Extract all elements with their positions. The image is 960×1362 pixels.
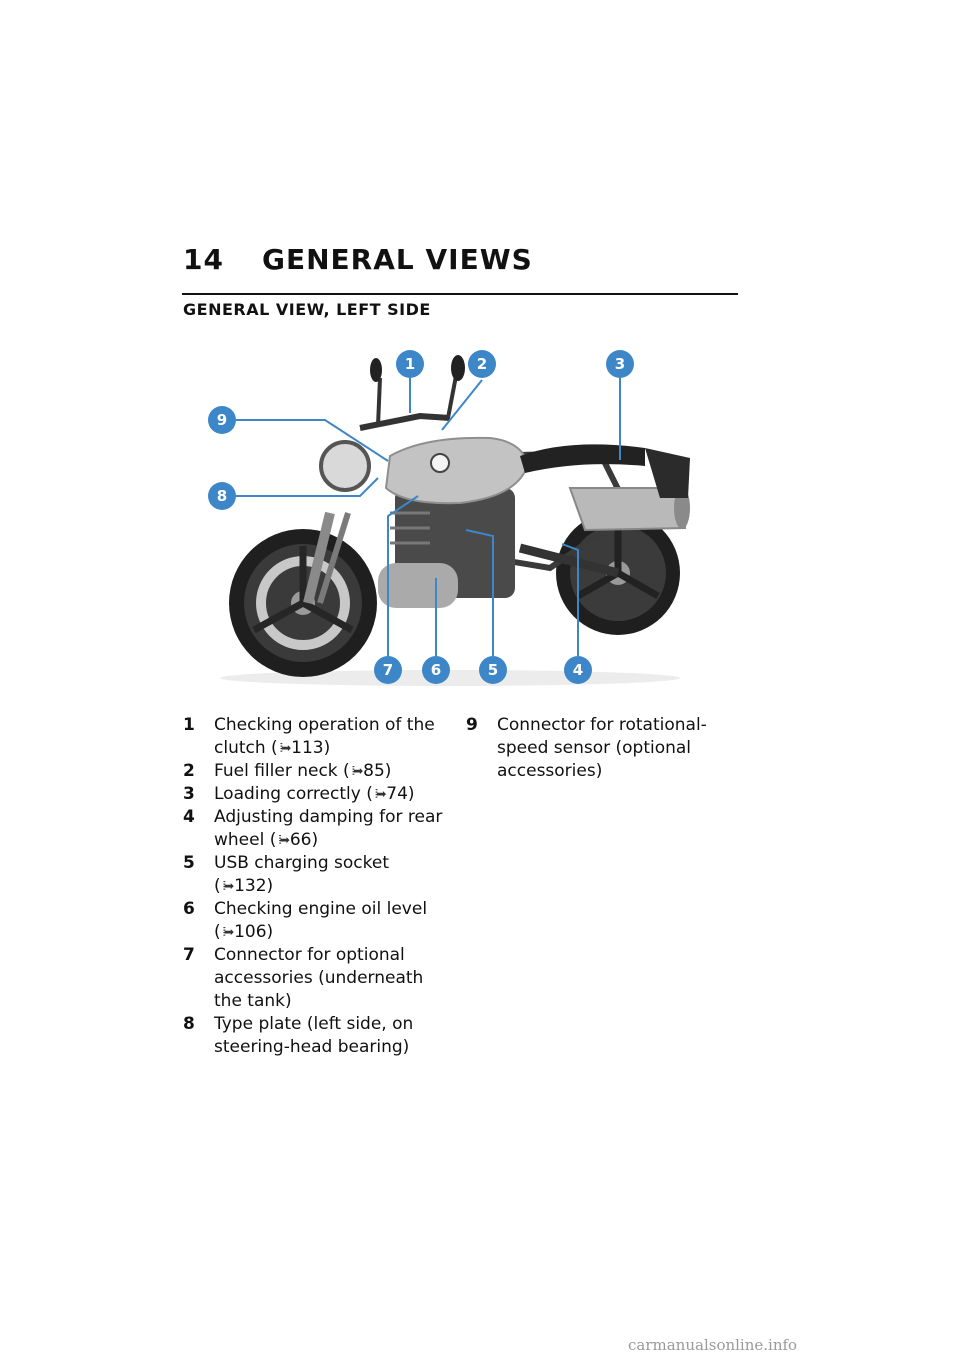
callout-2: 2 <box>468 350 496 378</box>
legend-item-2: 2 Fuel filler neck (⦙⦙➡85) <box>183 760 445 783</box>
callout-1-label: 1 <box>405 355 415 373</box>
legend-item-7: 7 Connector for optional accessories (un… <box>183 944 445 1013</box>
chapter-title: GENERAL VIEWS <box>262 243 533 276</box>
legend-number: 9 <box>466 715 478 735</box>
legend-item-8: 8 Type plate (left side, on steering-hea… <box>183 1013 445 1059</box>
page-ref-arrow-icon: ⦙⦙➡ <box>351 764 364 778</box>
callout-4: 4 <box>564 656 592 684</box>
callout-7-label: 7 <box>383 661 393 679</box>
callout-1: 1 <box>396 350 424 378</box>
legend-left-column: 1 Checking operation of the clutch (⦙⦙➡1… <box>183 714 445 1059</box>
legend-text: Checking engine oil level <box>214 899 428 919</box>
callout-5: 5 <box>479 656 507 684</box>
page-ref-arrow-icon: ⦙⦙➡ <box>222 925 235 939</box>
page-ref-arrow-icon: ⦙⦙➡ <box>279 741 292 755</box>
page-reference[interactable]: (⦙⦙➡66) <box>269 830 319 850</box>
legend-text: Fuel filler neck <box>214 761 338 781</box>
legend-number: 2 <box>183 761 195 781</box>
legend-item-1: 1 Checking operation of the clutch (⦙⦙➡1… <box>183 714 445 760</box>
page-reference[interactable]: (⦙⦙➡85) <box>343 761 392 781</box>
callout-4-label: 4 <box>573 661 583 679</box>
callout-3-label: 3 <box>615 355 625 373</box>
page-ref-arrow-icon: ⦙⦙➡ <box>374 787 387 801</box>
legend-number: 1 <box>183 715 195 735</box>
watermark: carmanualsonline.info <box>628 1336 798 1354</box>
header-rule <box>182 293 738 295</box>
callout-9-label: 9 <box>217 411 227 429</box>
legend-number: 8 <box>183 1014 195 1034</box>
legend-text: Adjusting damping for rear wheel <box>214 807 443 850</box>
legend-item-5: 5 USB charging socket (⦙⦙➡132) <box>183 852 445 898</box>
page-ref-arrow-icon: ⦙⦙➡ <box>222 879 235 893</box>
legend-item-3: 3 Loading correctly (⦙⦙➡74) <box>183 783 445 806</box>
callout-8: 8 <box>208 482 236 510</box>
legend-number: 7 <box>183 945 195 965</box>
legend-text: Type plate (left side, on steering-head … <box>214 1014 414 1057</box>
legend-text: USB charging socket <box>214 853 389 873</box>
legend-text: Checking operation of the clutch <box>214 715 435 758</box>
callout-5-label: 5 <box>488 661 498 679</box>
legend-text: Connector for rotational-speed sensor (o… <box>497 715 707 781</box>
page-ref-arrow-icon: ⦙⦙➡ <box>278 833 290 847</box>
page-reference[interactable]: (⦙⦙➡74) <box>366 784 415 804</box>
callout-2-label: 2 <box>477 355 487 373</box>
legend-number: 3 <box>183 784 195 804</box>
callout-6-label: 6 <box>431 661 441 679</box>
motorcycle-illustration: 1 2 3 4 5 6 7 8 9 <box>208 350 690 686</box>
callout-8-label: 8 <box>217 487 227 505</box>
page-reference[interactable]: (⦙⦙➡132) <box>214 876 274 896</box>
callout-7: 7 <box>374 656 402 684</box>
legend-right-column: 9 Connector for rotational-speed sensor … <box>466 714 736 783</box>
legend-item-6: 6 Checking engine oil level (⦙⦙➡106) <box>183 898 445 944</box>
legend-item-4: 4 Adjusting damping for rear wheel (⦙⦙➡6… <box>183 806 445 852</box>
front-wheel <box>229 529 377 677</box>
legend-item-9: 9 Connector for rotational-speed sensor … <box>466 714 736 783</box>
callout-9: 9 <box>208 406 236 434</box>
callout-6: 6 <box>422 656 450 684</box>
legend-text: Connector for optional accessories (unde… <box>214 945 424 1011</box>
legend-text: Loading correctly <box>214 784 361 804</box>
callout-3: 3 <box>606 350 634 378</box>
page-reference[interactable]: (⦙⦙➡106) <box>214 922 274 942</box>
section-title: GENERAL VIEW, LEFT SIDE <box>183 300 431 319</box>
legend-number: 6 <box>183 899 195 919</box>
page-number: 14 <box>183 243 224 276</box>
legend-number: 5 <box>183 853 195 873</box>
legend-number: 4 <box>183 807 195 827</box>
page-reference[interactable]: (⦙⦙➡113) <box>271 738 331 758</box>
